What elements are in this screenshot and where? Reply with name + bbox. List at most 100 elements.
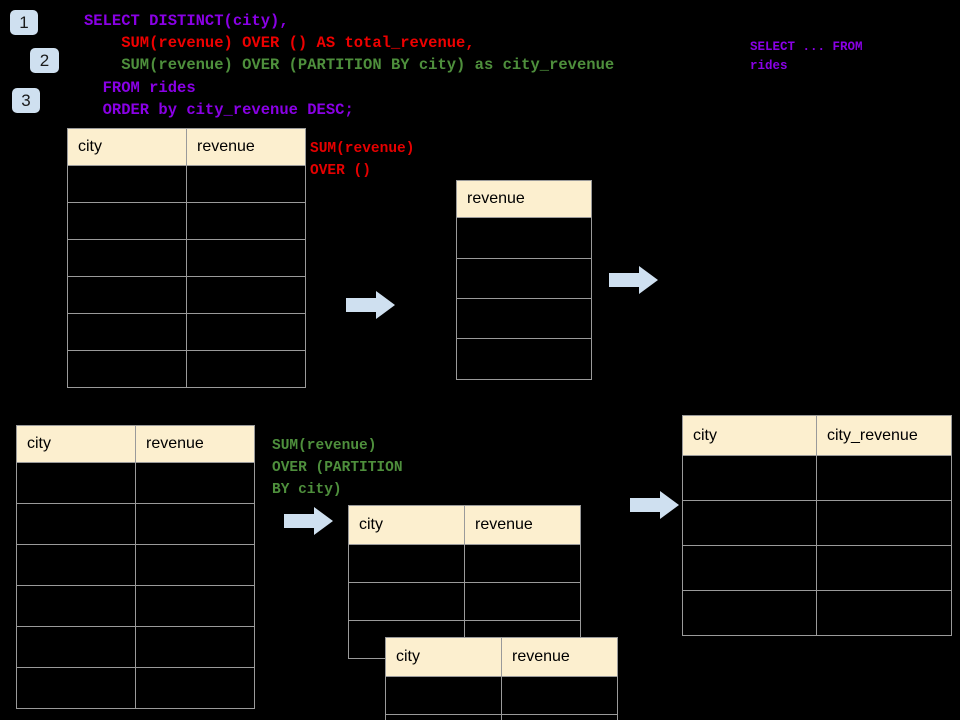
column-header-city: city: [385, 637, 502, 677]
step-badge-2-label: 2: [39, 51, 50, 70]
cell: [682, 590, 817, 636]
cell: [816, 590, 952, 636]
column-header-revenue: revenue: [135, 425, 255, 463]
cell: [16, 667, 136, 709]
arrow-rides-to-total-revenue: [346, 290, 396, 320]
cell: [456, 338, 592, 380]
arrow-rides-to-partitions: [284, 506, 334, 536]
arrow-partitions-to-result: [630, 490, 680, 520]
partition-group-table-a: city revenue: [348, 505, 581, 659]
table-row: [385, 714, 618, 720]
cell: [385, 714, 502, 720]
cell: [16, 626, 136, 668]
cell: [67, 276, 187, 314]
cell: [464, 582, 581, 621]
table-header-row: revenue: [456, 180, 592, 218]
city-revenue-result-table: city city_revenue: [682, 415, 952, 636]
arrow-total-revenue-to-result: [609, 265, 659, 295]
column-header-city: city: [348, 505, 465, 545]
cell: [135, 462, 255, 504]
total-revenue-table: revenue: [456, 180, 592, 380]
table-row: [16, 626, 255, 668]
table-header-row: city revenue: [385, 637, 618, 677]
table-row: [456, 298, 592, 339]
sql-line-select-distinct: SELECT DISTINCT(city),: [84, 12, 289, 30]
sum-over-partition-annotation: SUM(revenue) OVER (PARTITION BY city): [272, 438, 403, 498]
table-row: [682, 500, 952, 546]
cell: [816, 545, 952, 591]
table-row: [67, 350, 306, 388]
cell: [501, 676, 618, 715]
cell: [348, 544, 465, 583]
table-row: [16, 503, 255, 545]
column-header-revenue: revenue: [464, 505, 581, 545]
cell: [186, 276, 306, 314]
cell: [67, 165, 187, 203]
cell: [16, 503, 136, 545]
table-row: [385, 676, 618, 715]
table-row: [67, 165, 306, 203]
cell: [67, 202, 187, 240]
cell: [816, 500, 952, 546]
table-row: [16, 544, 255, 586]
table-row: [682, 455, 952, 501]
rides-source-table-partitioned: city revenue: [16, 425, 255, 709]
cell: [186, 165, 306, 203]
cell: [501, 714, 618, 720]
table-row: [682, 590, 952, 636]
sql-line-from-rides: FROM rides: [84, 79, 196, 97]
table-row: [456, 258, 592, 299]
rides-source-table: city revenue: [67, 128, 306, 388]
cell: [135, 503, 255, 545]
table-row: [16, 585, 255, 627]
table-header-row: city revenue: [348, 505, 581, 545]
table-row: [67, 239, 306, 277]
cell: [67, 313, 187, 351]
cell: [682, 455, 817, 501]
cell: [186, 239, 306, 277]
table-header-row: city revenue: [16, 425, 255, 463]
cell: [67, 239, 187, 277]
cell: [16, 544, 136, 586]
step-badge-1: 1: [10, 10, 38, 35]
sql-line-order-by: ORDER by city_revenue DESC;: [84, 101, 354, 119]
column-header-city-revenue: city_revenue: [816, 415, 952, 456]
cell: [135, 585, 255, 627]
step-badge-3: 3: [12, 88, 40, 113]
cell: [682, 545, 817, 591]
column-header-revenue: revenue: [186, 128, 306, 166]
column-header-revenue: revenue: [501, 637, 618, 677]
cell: [816, 455, 952, 501]
cell: [186, 202, 306, 240]
cell: [385, 676, 502, 715]
sum-over-empty-annotation: SUM(revenue) OVER (): [310, 141, 415, 179]
table-row: [348, 544, 581, 583]
column-header-city: city: [682, 415, 817, 456]
cell: [186, 350, 306, 388]
cell: [456, 258, 592, 299]
step-badge-3-label: 3: [21, 91, 31, 110]
cell: [464, 544, 581, 583]
table-row: [456, 338, 592, 380]
cell: [456, 217, 592, 259]
table-row: [16, 667, 255, 709]
column-header-revenue: revenue: [456, 180, 592, 218]
cell: [16, 585, 136, 627]
table-row: [456, 217, 592, 259]
sql-line-sum-over-empty: SUM(revenue) OVER () AS total_revenue,: [84, 34, 475, 52]
cell: [135, 544, 255, 586]
cell: [186, 313, 306, 351]
table-header-row: city city_revenue: [682, 415, 952, 456]
table-row: [682, 545, 952, 591]
step-badge-2: 2: [30, 48, 59, 73]
cell: [456, 298, 592, 339]
select-from-rides-caption: SELECT ... FROM rides: [750, 40, 863, 73]
table-row: [67, 202, 306, 240]
table-row: [67, 313, 306, 351]
cell: [135, 667, 255, 709]
sql-line-sum-over-partition: SUM(revenue) OVER (PARTITION BY city) as…: [84, 56, 615, 74]
table-row: [16, 462, 255, 504]
column-header-city: city: [67, 128, 187, 166]
cell: [682, 500, 817, 546]
